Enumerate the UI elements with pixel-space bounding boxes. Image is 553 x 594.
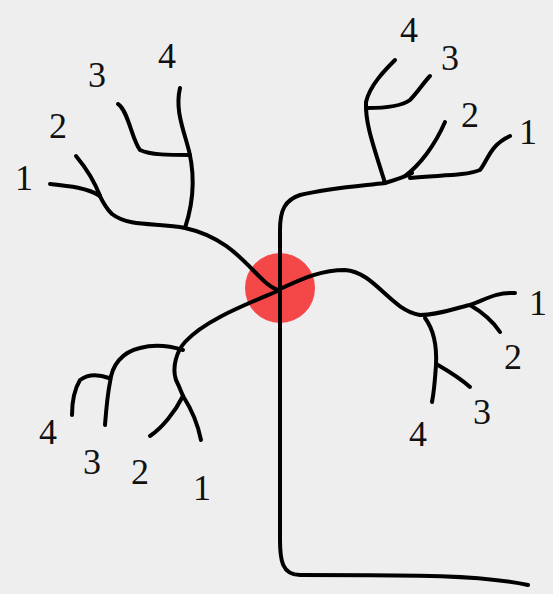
- dendrite: [118, 104, 190, 155]
- branch-label: 4: [39, 414, 57, 450]
- branch-label: 3: [83, 444, 101, 480]
- dendrite: [98, 192, 278, 290]
- dendrite: [150, 396, 183, 436]
- axon: [280, 173, 528, 585]
- branch-label: 1: [519, 114, 537, 150]
- branch-label: 2: [49, 108, 67, 144]
- branch-label: 3: [441, 40, 459, 76]
- branch-label: 2: [131, 454, 149, 490]
- branch-label: 1: [529, 285, 547, 321]
- branch-label: 3: [473, 394, 491, 430]
- branch-label: 4: [158, 38, 176, 74]
- dendrite: [282, 270, 515, 315]
- dendrite: [50, 184, 100, 196]
- dendrite: [425, 318, 436, 402]
- dendrite: [367, 76, 430, 108]
- dendrite: [183, 396, 201, 440]
- dendrite: [470, 305, 500, 332]
- dendrite: [366, 60, 395, 183]
- dendrite: [405, 122, 445, 176]
- branch-label: 2: [461, 97, 479, 133]
- branch-label: 1: [193, 470, 211, 506]
- branch-label: 3: [88, 57, 106, 93]
- dendrite: [72, 375, 109, 415]
- dendrite: [410, 136, 510, 178]
- branch-label: 4: [409, 416, 427, 452]
- branch-label: 1: [15, 160, 33, 196]
- branch-label: 2: [504, 339, 522, 375]
- dendrite: [178, 88, 192, 228]
- branch-label: 4: [400, 12, 418, 48]
- dendrite: [76, 156, 100, 196]
- dendrite: [105, 346, 183, 425]
- dendrite: [174, 290, 280, 396]
- dendrite: [438, 365, 470, 387]
